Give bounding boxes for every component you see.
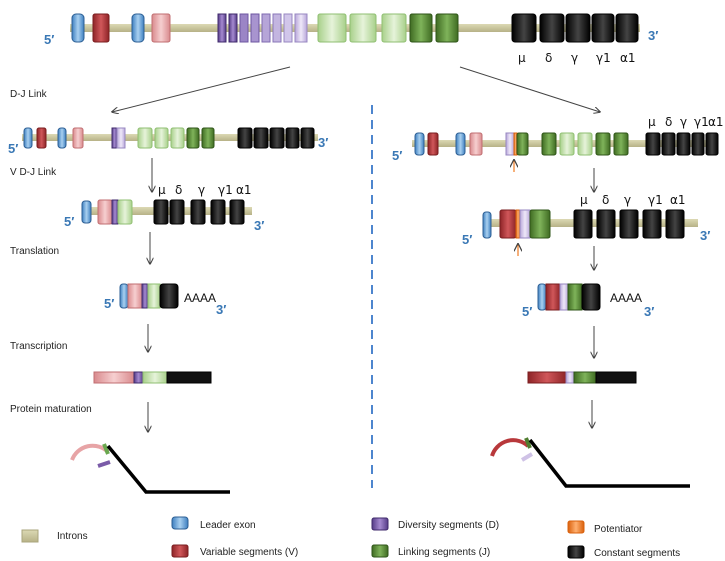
constant-chain-right (528, 438, 690, 488)
linking-segments (317, 13, 459, 43)
step-protein-maturation-left: Protein maturation (10, 404, 92, 415)
legend-leader-exon: Leader exon (171, 516, 256, 531)
variable-segment (92, 13, 110, 43)
constant-labels-right-top: μ δ γ γ1 α1 (648, 115, 724, 129)
leader-exon (131, 13, 145, 43)
svg-text:Diversity segments (D): Diversity segments (D) (398, 520, 499, 531)
branch-arrow-left (112, 66, 291, 112)
svg-text:γ1: γ1 (648, 193, 663, 207)
svg-text:γ: γ (680, 115, 687, 129)
germline-locus: 5′ 3′ μ (44, 13, 658, 65)
svg-text:δ: δ (602, 193, 609, 207)
svg-text:3′: 3′ (216, 302, 226, 317)
left-protein-chain (70, 443, 230, 494)
svg-text:γ: γ (624, 193, 631, 207)
svg-text:Leader exon: Leader exon (200, 520, 256, 531)
right-dj-linked-locus: 5′ (392, 132, 719, 163)
left-vdj-linked-locus: 5′ 3′ (64, 199, 264, 233)
constant-labels-left: μ δ γ γ1 α1 (158, 183, 252, 197)
svg-text:5′: 5′ (462, 232, 472, 247)
svg-text:3′: 3′ (700, 228, 710, 243)
svg-text:γ1: γ1 (694, 115, 709, 129)
step-vdj-link: V D-J Link (10, 167, 57, 178)
svg-text:δ: δ (665, 115, 672, 129)
svg-text:μ: μ (158, 183, 166, 197)
poly-a-tail-left: AAAA (184, 291, 216, 305)
svg-text:α1: α1 (670, 193, 686, 207)
left-primary-transcript: 5′ AAAA 3′ (104, 283, 226, 317)
svg-text:μ: μ (648, 115, 656, 129)
right-vdj-linked-locus: 5′ 3′ (462, 209, 710, 247)
constant-labels-right: μ δ γ γ1 α1 (580, 193, 686, 207)
left-dj-linked-locus: 5′ 3′ (8, 127, 328, 156)
alpha1-label: α1 (620, 51, 636, 65)
left-mrna (93, 371, 212, 384)
svg-text:α1: α1 (708, 115, 724, 129)
step-transcription-left: Transcription (10, 341, 67, 352)
constant-labels-top: μ δ γ γ1 α1 (518, 51, 636, 65)
svg-text:5′: 5′ (64, 214, 74, 229)
right-protein-chain (490, 437, 690, 488)
right-mrna (527, 371, 637, 384)
svg-text:α1: α1 (236, 183, 252, 197)
legend-linking-segments: Linking segments (J) (371, 544, 490, 558)
five-prime-label: 5′ (44, 32, 54, 47)
gamma-label: γ (571, 51, 578, 65)
three-prime-label: 3′ (648, 28, 658, 43)
svg-text:Potentiator: Potentiator (594, 524, 643, 535)
gamma1-label: γ1 (596, 51, 611, 65)
constant-segments (511, 13, 639, 43)
legend-potentiator: Potentiator (567, 520, 643, 535)
svg-text:Linking segments (J): Linking segments (J) (398, 547, 490, 558)
variable-domain-arc (70, 443, 110, 461)
legend: Introns Leader exon Variable segments (V… (21, 516, 680, 559)
mu-label: μ (518, 51, 526, 65)
svg-text:3′: 3′ (254, 218, 264, 233)
svg-text:3′: 3′ (318, 135, 328, 150)
leader-exon (71, 13, 85, 43)
step-translation-left: Translation (10, 246, 59, 257)
svg-text:μ: μ (580, 193, 588, 207)
legend-constant-segments: Constant segments (567, 545, 680, 559)
constant-chain (106, 444, 230, 494)
variable-domain-arc-right (490, 438, 530, 457)
svg-text:5′: 5′ (392, 148, 402, 163)
legend-variable-segments: Variable segments (V) (171, 544, 298, 558)
right-primary-transcript: 5′ AAAA 3′ (522, 283, 654, 319)
legend-introns: Introns (21, 529, 88, 543)
svg-text:Variable segments (V): Variable segments (V) (200, 547, 298, 558)
variable-segment (151, 13, 171, 43)
svg-text:5′: 5′ (104, 296, 114, 311)
delta-label: δ (545, 51, 552, 65)
svg-text:Constant segments: Constant segments (594, 548, 680, 559)
poly-a-tail-right: AAAA (610, 291, 642, 305)
svg-text:γ1: γ1 (218, 183, 233, 197)
legend-diversity-segments: Diversity segments (D) (371, 517, 499, 531)
svg-text:Introns: Introns (57, 531, 88, 542)
step-dj-link: D-J Link (10, 89, 48, 100)
svg-text:3′: 3′ (644, 304, 654, 319)
svg-text:5′: 5′ (522, 304, 532, 319)
svg-text:γ: γ (198, 183, 205, 197)
svg-text:5′: 5′ (8, 141, 18, 156)
diversity-segments (217, 13, 308, 43)
svg-text:δ: δ (175, 183, 182, 197)
branch-arrow-right (459, 66, 600, 112)
